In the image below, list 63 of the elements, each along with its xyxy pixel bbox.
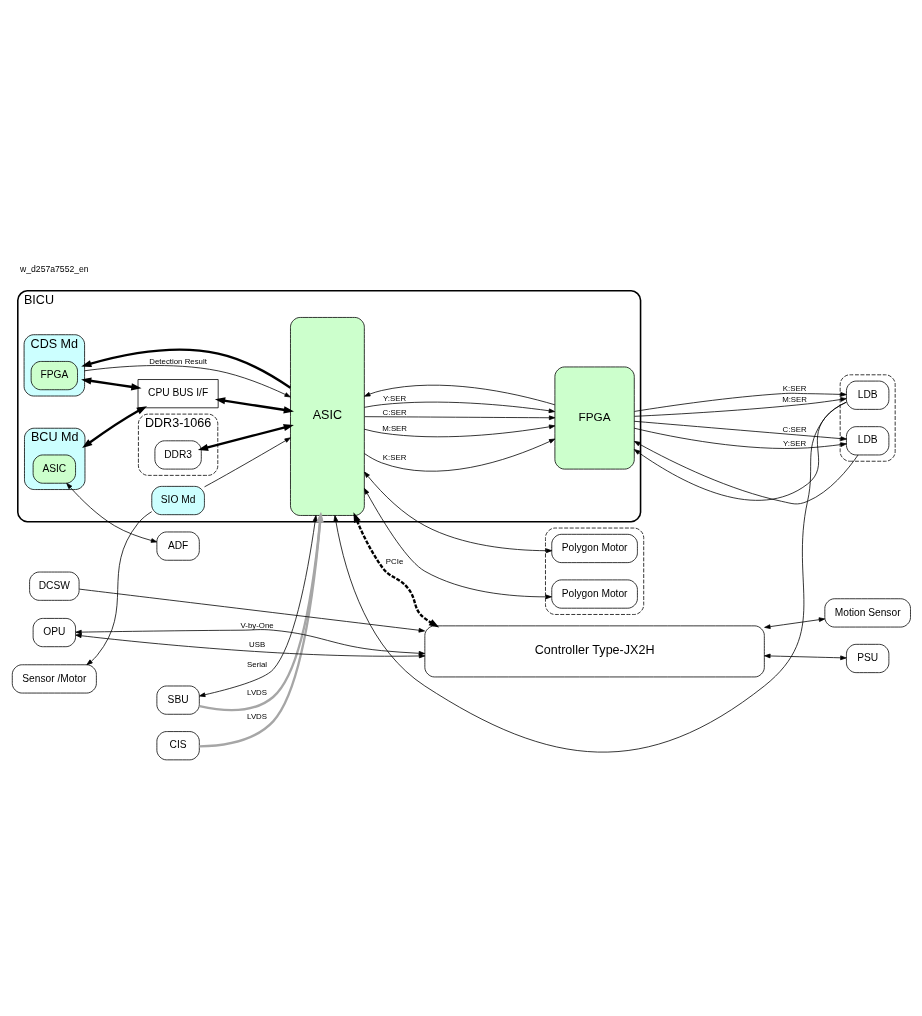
node-box: DDR3 [154, 440, 202, 470]
arrow [633, 427, 847, 449]
node-box: Controller Type-JX2H [424, 625, 765, 678]
arrow [764, 617, 826, 629]
node-box: LDB [846, 380, 890, 410]
arrow [633, 401, 847, 501]
arrow [86, 511, 153, 666]
arrow [634, 392, 847, 412]
node-box: CPU BUS I/F [137, 379, 219, 409]
node-box: CIS [156, 731, 200, 761]
node-box: PSU [846, 643, 890, 674]
edge-label: M:SER [382, 423, 408, 433]
edge-label: K:SER [782, 384, 807, 394]
node-box: Polygon Motor [551, 579, 638, 609]
arrow [84, 365, 291, 398]
node-box: FPGA [554, 366, 635, 470]
edge-label: LVDS [247, 687, 268, 697]
arrow [363, 424, 556, 438]
arrow [353, 512, 440, 628]
node-box: Motion Sensor [824, 598, 911, 628]
arrow [364, 401, 555, 414]
arrow [81, 377, 142, 391]
arrow [333, 401, 847, 753]
arrow [634, 397, 847, 417]
arrow [634, 440, 859, 505]
edge-label: V-by-One [240, 620, 274, 630]
node-box: SBU [156, 685, 200, 715]
node-box: LDB [846, 426, 890, 456]
arrow [204, 437, 291, 488]
edge-label: C:SER [782, 425, 807, 435]
edge-label: C:SER [382, 407, 407, 417]
arrow [66, 482, 158, 543]
arrow [364, 384, 556, 406]
arrow [364, 415, 556, 421]
node-box: DCSW [29, 571, 80, 601]
arrow [364, 488, 552, 600]
node-box: FPGA [30, 361, 78, 391]
edge-label: Y:SER [383, 393, 407, 403]
arrow [78, 588, 425, 633]
node-box: Polygon Motor [551, 533, 638, 563]
edge-label: Serial [247, 660, 268, 670]
node-box: SIO Md [151, 486, 205, 516]
arrow [364, 438, 556, 472]
arrow [197, 424, 294, 451]
edge-label: Detection Result [149, 356, 207, 366]
arrow [82, 406, 147, 449]
edge-label: PCIe [385, 557, 404, 567]
arrow [81, 348, 292, 389]
edge-label: K:SER [382, 453, 407, 463]
node-box: ASIC [32, 454, 76, 484]
edge-label: M:SER [782, 394, 807, 404]
arrow [764, 653, 847, 661]
arrow [364, 471, 553, 554]
node-box: ADF [156, 531, 200, 561]
edge-label: USB [249, 640, 266, 650]
edge-label: Y:SER [783, 438, 807, 448]
arrow [214, 397, 294, 414]
node-box: OPU [32, 618, 76, 648]
node-box: ASIC [290, 317, 365, 516]
edge-label: LVDS [247, 711, 268, 721]
node-box: Sensor /Motor [11, 664, 97, 694]
label: w_d257a7552_en [20, 264, 89, 275]
arrow [633, 420, 847, 441]
